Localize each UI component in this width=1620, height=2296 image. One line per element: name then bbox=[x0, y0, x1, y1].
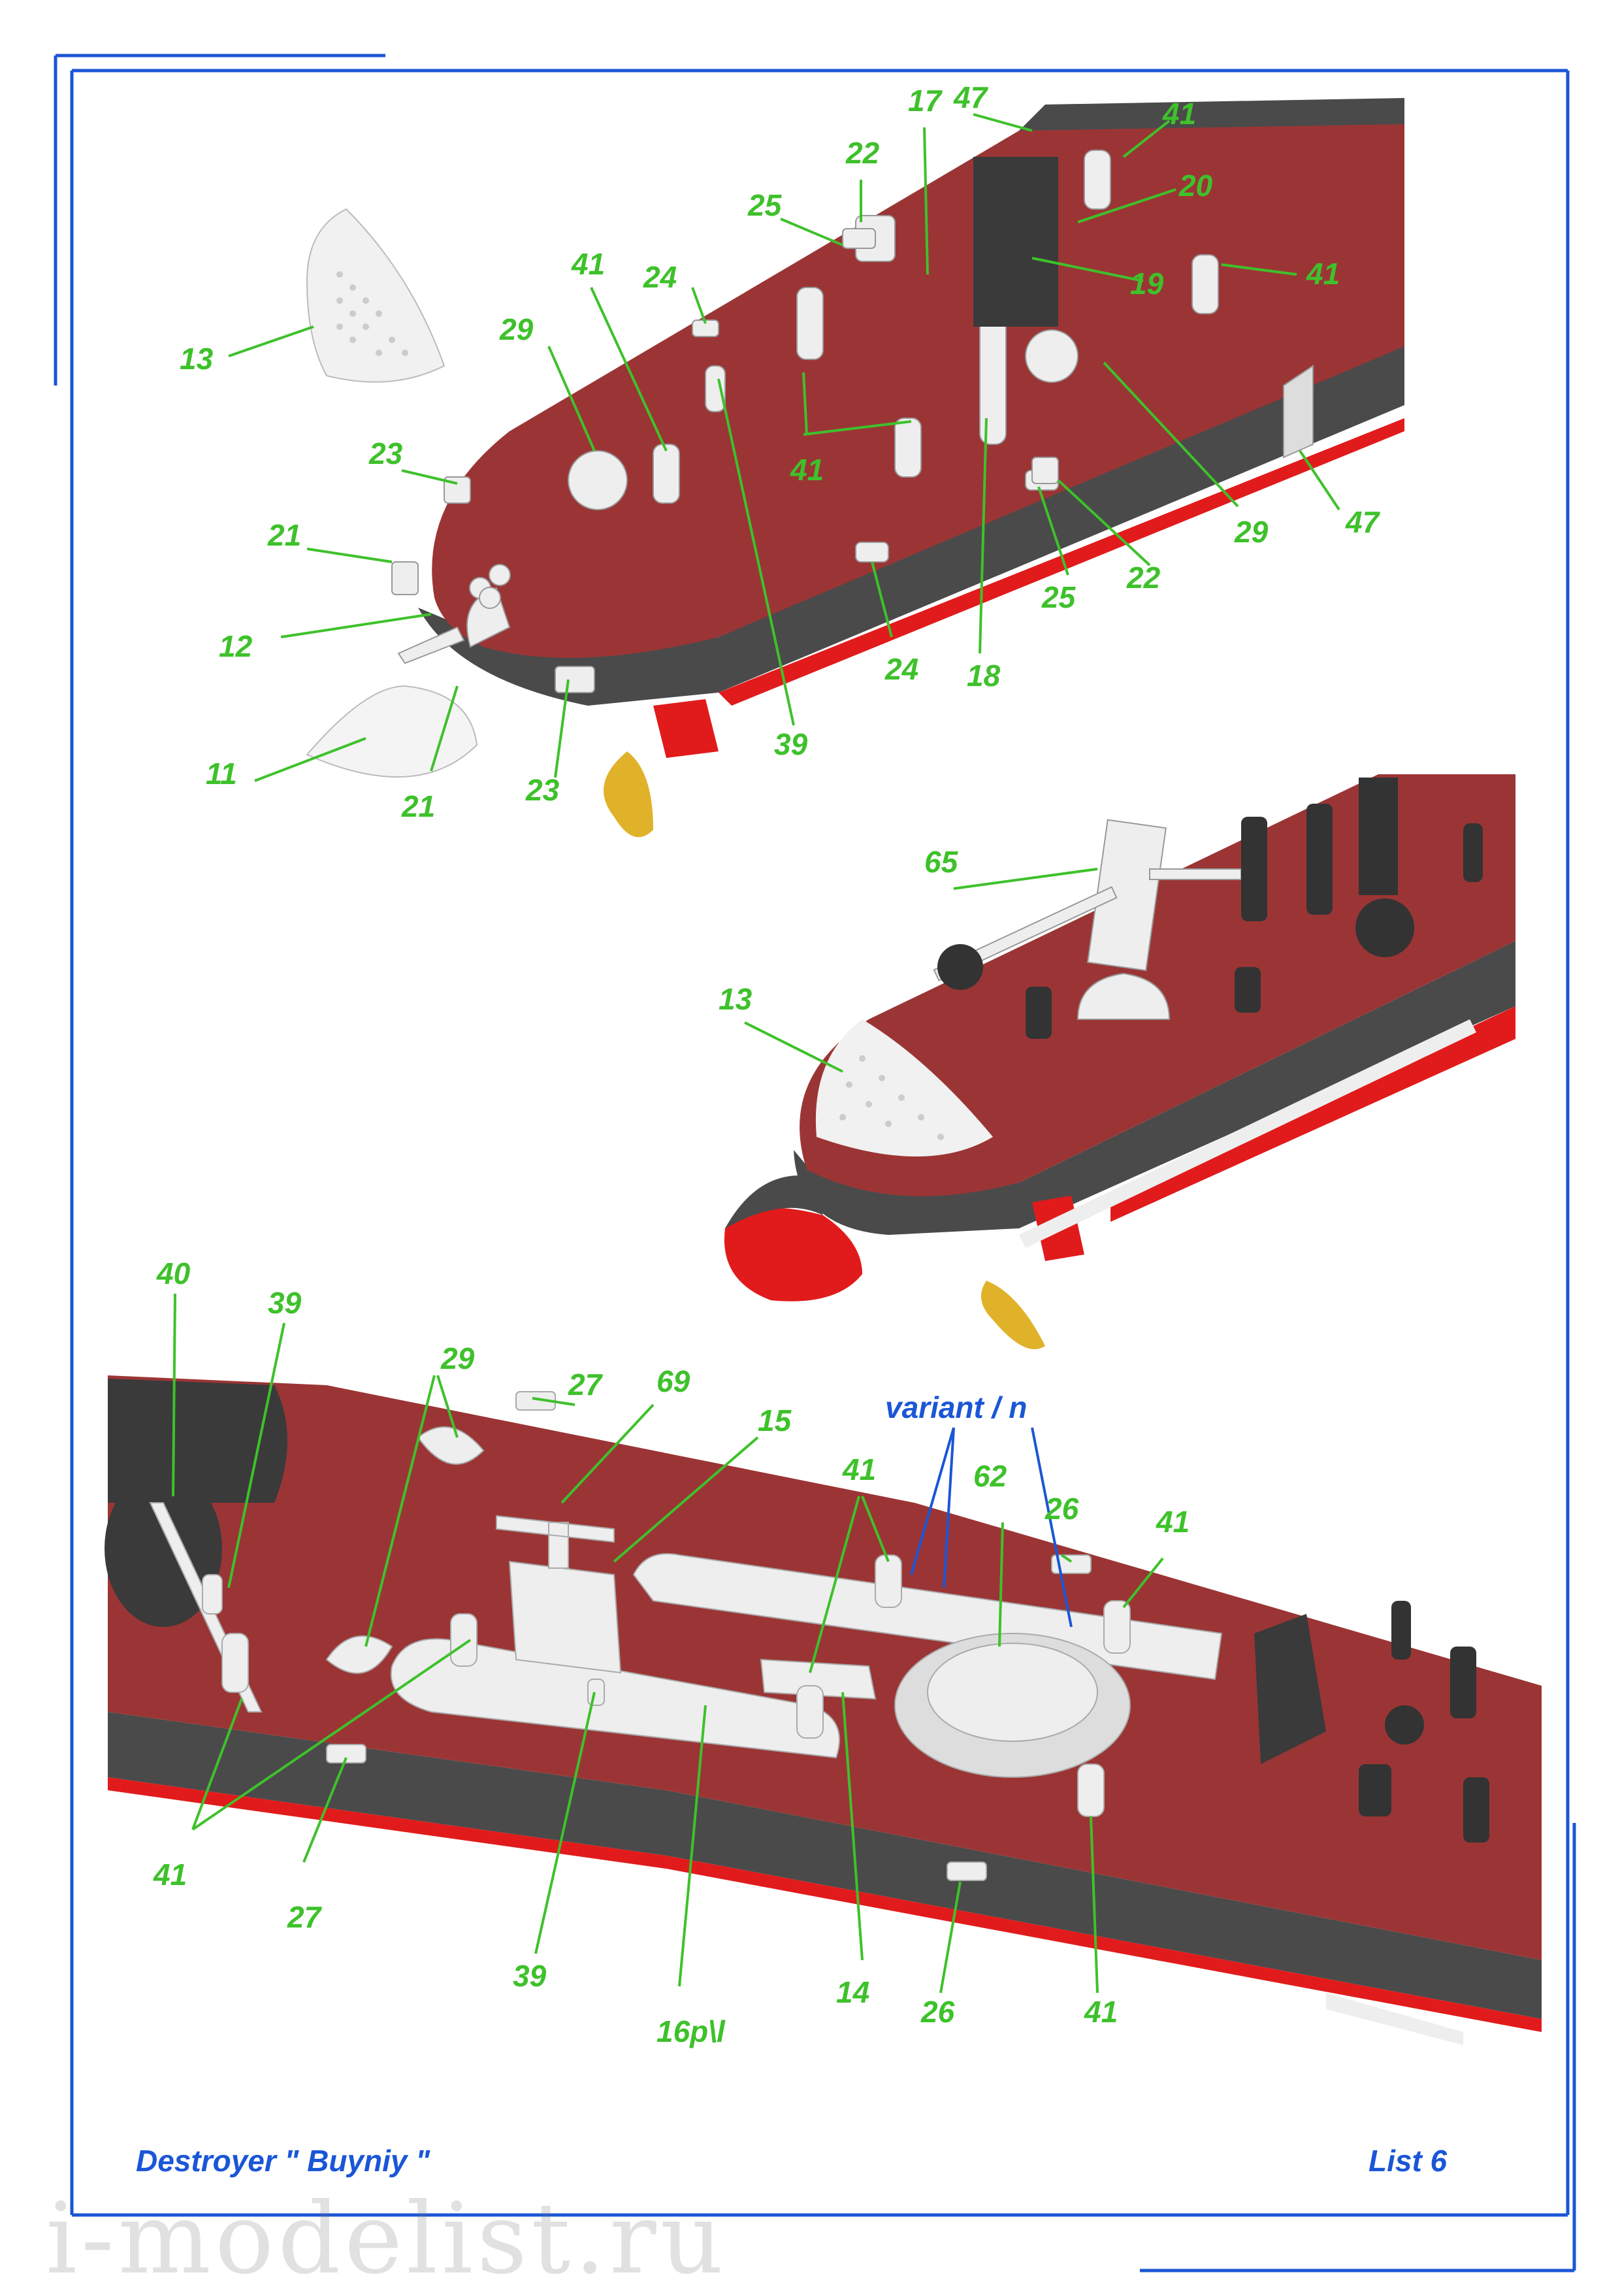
callout-41: 41 bbox=[571, 247, 605, 281]
callout-15: 15 bbox=[758, 1403, 792, 1437]
rudder-part bbox=[306, 685, 478, 778]
propeller bbox=[604, 751, 653, 838]
callout-41: 41 bbox=[153, 1858, 187, 1892]
callout-22: 22 bbox=[1126, 561, 1161, 595]
hull-side bbox=[794, 941, 1515, 1235]
callout-69: 69 bbox=[656, 1364, 690, 1398]
callout-25: 25 bbox=[747, 188, 783, 222]
bottom-callouts: 40 39 29 27 69 15 variant / n 41 62 26 4… bbox=[153, 1256, 1190, 2048]
callout-41: 41 bbox=[1156, 1505, 1190, 1539]
callout-26: 26 bbox=[920, 1995, 955, 2029]
anchor-part bbox=[397, 564, 511, 664]
top-callouts: 47 17 41 22 20 25 41 19 24 41 13 29 29 2… bbox=[180, 80, 1381, 823]
deck bbox=[432, 98, 1404, 658]
variant-leaders bbox=[910, 1427, 1073, 1628]
callout-25: 25 bbox=[1041, 580, 1077, 614]
bottom-callout-leaders bbox=[172, 1293, 1164, 1993]
callout-27: 27 bbox=[568, 1368, 604, 1402]
callout-41: 41 bbox=[1306, 257, 1340, 291]
callout-19: 19 bbox=[1130, 267, 1164, 301]
callout-24: 24 bbox=[884, 652, 918, 686]
callout-24: 24 bbox=[643, 260, 677, 294]
callout-65: 65 bbox=[924, 845, 959, 879]
callout-13: 13 bbox=[180, 342, 214, 376]
callout-16pl: 16p\l bbox=[656, 2014, 726, 2048]
callout-27: 27 bbox=[287, 1900, 323, 1934]
callout-29: 29 bbox=[499, 312, 534, 346]
callout-62: 62 bbox=[973, 1459, 1007, 1493]
sheet-title: Destroyer " Buyniy " bbox=[136, 2144, 430, 2178]
callout-22: 22 bbox=[845, 136, 880, 170]
callout-40: 40 bbox=[156, 1256, 191, 1290]
callout-41: 41 bbox=[790, 453, 824, 487]
hull-side bbox=[108, 1712, 1542, 2019]
page-frame bbox=[54, 54, 1576, 2272]
callout-18: 18 bbox=[967, 659, 1001, 693]
sheet-number: List 6 bbox=[1369, 2144, 1448, 2178]
bow-deck-view bbox=[306, 98, 1404, 838]
variant-label: variant / n bbox=[885, 1390, 1027, 1424]
callout-17: 17 bbox=[908, 84, 943, 118]
deck bbox=[800, 774, 1515, 1196]
callout-29: 29 bbox=[440, 1341, 475, 1375]
callout-47: 47 bbox=[1345, 505, 1381, 539]
callout-11: 11 bbox=[206, 757, 237, 791]
midship-view bbox=[105, 1375, 1542, 2045]
callout-23: 23 bbox=[368, 436, 403, 470]
watermark: i-modelist.ru bbox=[46, 2182, 728, 2296]
waterline bbox=[108, 1777, 1542, 2032]
propeller bbox=[981, 1281, 1045, 1349]
callout-21: 21 bbox=[401, 789, 435, 823]
middle-callouts: 65 13 bbox=[719, 845, 959, 1016]
top-callout-leaders bbox=[228, 113, 1340, 782]
callout-39: 39 bbox=[774, 727, 808, 761]
callout-39: 39 bbox=[268, 1286, 302, 1320]
callout-47: 47 bbox=[953, 80, 989, 114]
middle-callout-leaders bbox=[744, 868, 1098, 1073]
callout-14: 14 bbox=[836, 1975, 869, 2009]
callout-39: 39 bbox=[513, 1959, 547, 1993]
callout-41: 41 bbox=[842, 1452, 876, 1486]
bridge-screen bbox=[973, 157, 1058, 327]
grating-part bbox=[306, 208, 446, 383]
callout-41: 41 bbox=[1162, 97, 1196, 131]
hull-side bbox=[418, 340, 1404, 706]
bow-bulb bbox=[724, 1207, 862, 1302]
callout-26: 26 bbox=[1045, 1492, 1079, 1526]
callout-29: 29 bbox=[1234, 515, 1269, 549]
crane-base bbox=[508, 1560, 622, 1674]
callout-41: 41 bbox=[1084, 1995, 1118, 2029]
bow-gun-view bbox=[724, 774, 1515, 1349]
torpedo-rack bbox=[760, 1658, 877, 1700]
torpedo-tube bbox=[390, 1638, 840, 1759]
grating-installed bbox=[815, 1019, 993, 1156]
callout-23: 23 bbox=[525, 773, 560, 807]
callout-13: 13 bbox=[719, 982, 753, 1016]
callout-20: 20 bbox=[1178, 169, 1213, 203]
callout-21: 21 bbox=[267, 518, 301, 552]
ladder bbox=[1283, 365, 1314, 459]
callout-12: 12 bbox=[219, 629, 253, 663]
